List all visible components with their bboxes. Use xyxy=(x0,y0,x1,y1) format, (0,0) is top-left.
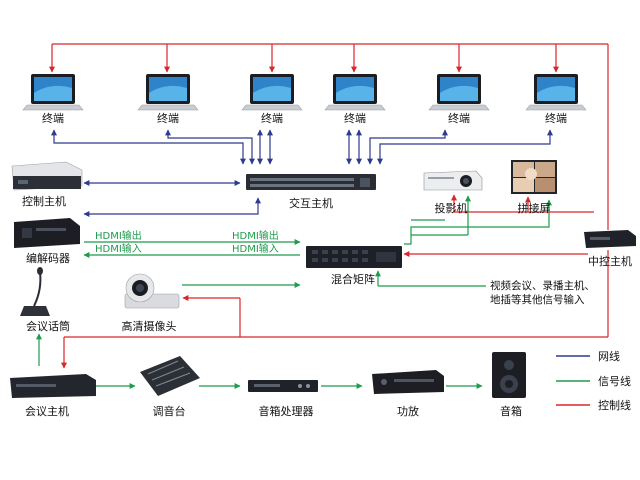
terminal-6 xyxy=(525,74,587,111)
hdmi-in-label-left: HDMI输入 xyxy=(95,242,142,255)
conference-host-label: 会议主机 xyxy=(25,404,69,418)
speaker-label: 音箱 xyxy=(500,404,522,418)
hdmi-out-label-right: HDMI输出 xyxy=(232,229,279,242)
codec-device xyxy=(14,218,80,248)
control-lines xyxy=(49,43,609,369)
camera-label: 高清摄像头 xyxy=(122,319,177,333)
control-host-label: 控制主机 xyxy=(22,194,66,208)
speaker-device xyxy=(492,352,526,398)
external-inputs-note-line-1: 视频会议、录播主机、 xyxy=(490,279,595,292)
mic-label: 会议话筒 xyxy=(26,319,70,333)
central-control-label: 中控主机 xyxy=(588,254,632,268)
control-host-device xyxy=(11,161,83,191)
signal-lines xyxy=(36,195,552,389)
amplifier-label: 功放 xyxy=(397,404,419,418)
hdmi-in-label-right: HDMI输入 xyxy=(232,242,279,255)
terminal-label-4: 终端 xyxy=(344,111,366,125)
conference-host-device xyxy=(10,374,96,398)
terminal-label-2: 终端 xyxy=(157,111,179,125)
mixing-matrix-device xyxy=(306,246,402,268)
terminal-2 xyxy=(137,74,199,111)
amplifier-device xyxy=(372,370,444,394)
mic-device xyxy=(20,267,50,316)
mixer-label: 调音台 xyxy=(153,404,186,418)
speaker-processor-device xyxy=(248,380,318,392)
terminal-label-3: 终端 xyxy=(261,111,283,125)
speaker-processor-label: 音箱处理器 xyxy=(259,404,314,418)
terminal-label-5: 终端 xyxy=(448,111,470,125)
legend-control-label: 控制线 xyxy=(598,398,631,412)
splice-screen-label: 拼接屏 xyxy=(518,201,551,215)
camera-device xyxy=(124,273,180,309)
terminal-label-1: 终端 xyxy=(42,111,64,125)
interactive-host-label: 交互主机 xyxy=(289,196,333,210)
terminal-4 xyxy=(324,74,386,111)
projector-device xyxy=(423,170,483,191)
legend: 网线 信号线 控制线 xyxy=(556,349,631,412)
codec-label: 编解码器 xyxy=(26,251,70,265)
network-lines xyxy=(51,129,553,217)
interactive-host-device xyxy=(246,174,376,190)
legend-signal-label: 信号线 xyxy=(598,374,631,388)
central-control-device xyxy=(584,230,636,248)
projector-label: 投影机 xyxy=(435,201,468,215)
external-inputs-note-line-2: 地插等其他信号输入 xyxy=(490,293,585,306)
terminal-5 xyxy=(428,74,490,111)
terminal-label-6: 终端 xyxy=(545,111,567,125)
mixing-matrix-label: 混合矩阵 xyxy=(331,272,375,286)
mixer-device xyxy=(140,356,200,396)
hdmi-out-label-left: HDMI输出 xyxy=(95,229,142,242)
terminal-1 xyxy=(22,74,84,111)
splice-screen-device xyxy=(511,160,557,194)
legend-network-label: 网线 xyxy=(598,349,620,363)
terminal-3 xyxy=(241,74,303,111)
